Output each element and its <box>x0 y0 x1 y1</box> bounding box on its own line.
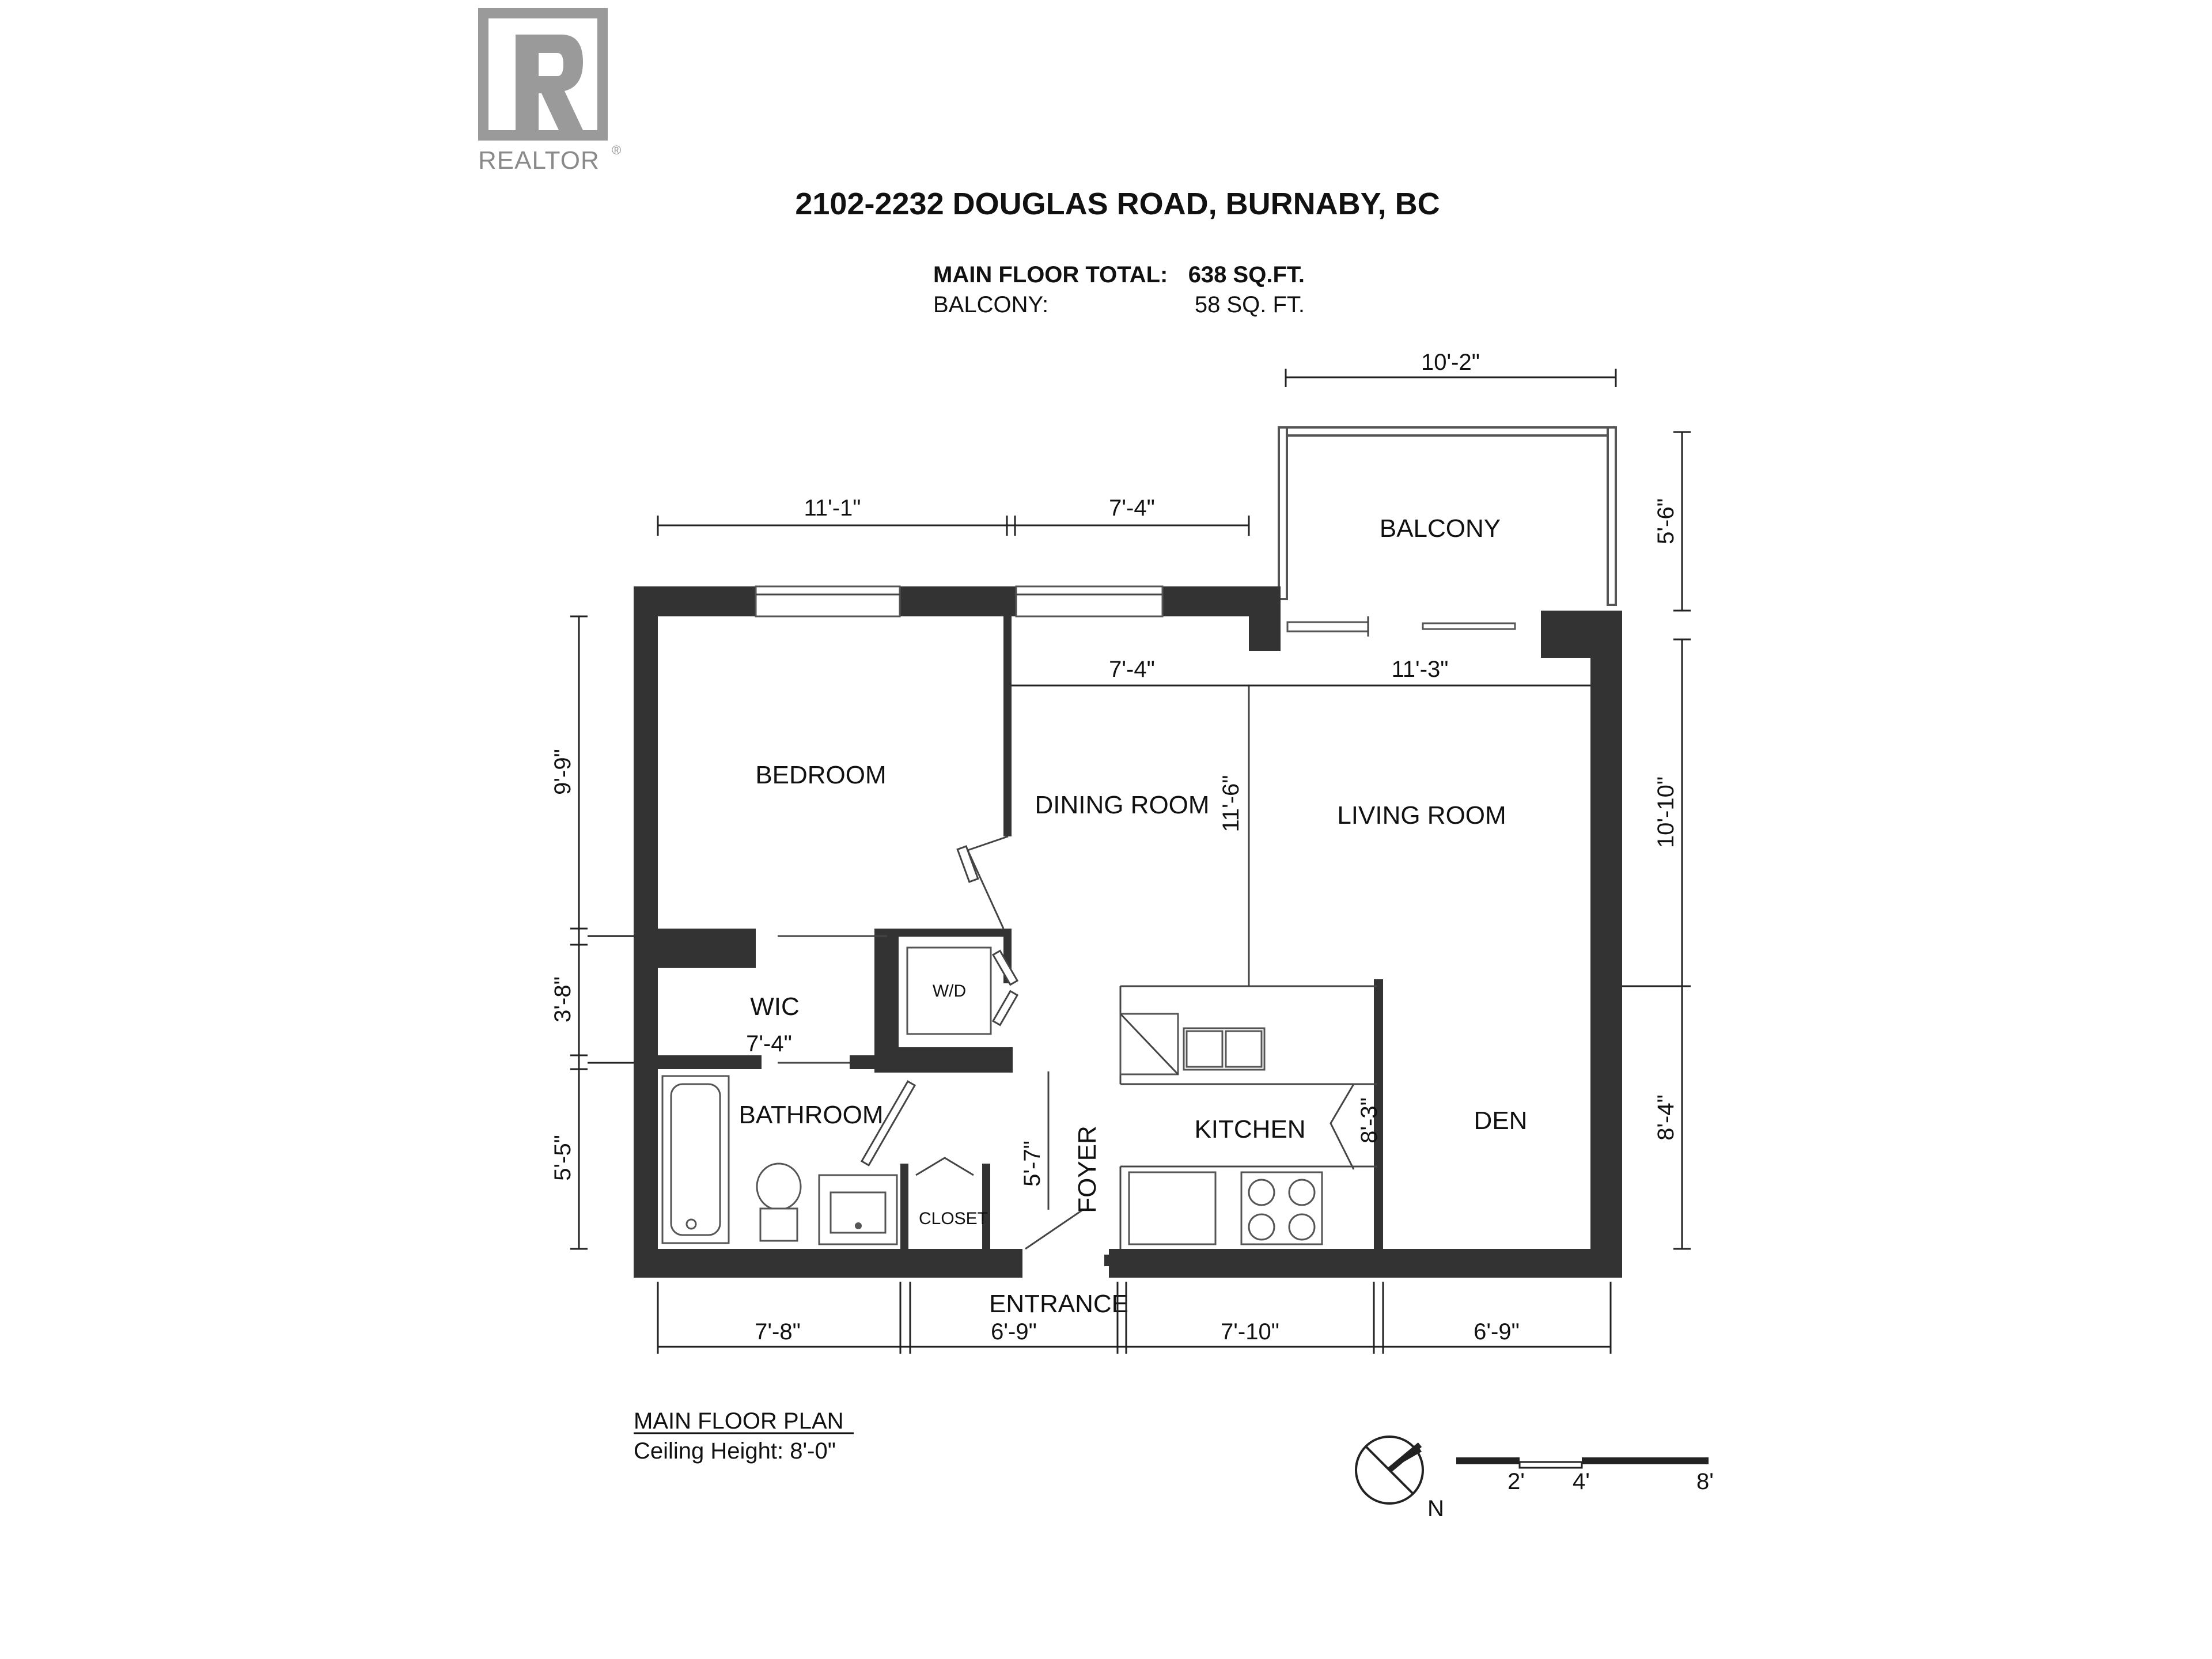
dim-foyer-depth: 5'-7" <box>1020 1141 1045 1187</box>
dim-right-den: 8'-4" <box>1653 1094 1679 1141</box>
room-lines <box>1047 685 1377 1249</box>
fridge-icon <box>1128 1171 1217 1245</box>
dim-bottom-3: 7'-10" <box>1221 1319 1279 1344</box>
kitchen-sink-icon <box>1119 1013 1266 1075</box>
plan-title: MAIN FLOOR PLAN <box>634 1408 844 1434</box>
dim-dining-depth: 11'-6" <box>1218 775 1244 832</box>
dim-kitchen-depth: 8'-3" <box>1357 1097 1382 1143</box>
main-floor-value: 638 SQ.FT. <box>1188 262 1305 287</box>
toilet-icon <box>756 1162 802 1242</box>
balcony-area-label: BALCONY: <box>933 292 1048 317</box>
page-title: 2102-2232 DOUGLAS ROAD, BURNABY, BC <box>795 187 1440 221</box>
dim-bottom-1: 7'-8" <box>755 1319 801 1344</box>
dim-left-wic: 3'-8" <box>550 976 575 1022</box>
exterior-walls <box>634 586 1622 1278</box>
dim-top-mid: 7'-4" <box>1109 495 1155 521</box>
dim-bottom-4: 6'-9" <box>1474 1319 1520 1344</box>
room-label-living: LIVING ROOM <box>1337 801 1506 830</box>
stove-icon <box>1240 1171 1323 1245</box>
registered-mark: ® <box>612 143 621 157</box>
room-label-den: DEN <box>1474 1107 1528 1135</box>
dim-right-living: 10'-10" <box>1653 777 1679 848</box>
dim-top-left: 11'-1" <box>804 495 861 521</box>
room-label-foyer: FOYER <box>1073 1126 1101 1213</box>
room-label-bathroom: BATHROOM <box>739 1101 884 1129</box>
washer-dryer-icon <box>906 946 992 1035</box>
room-label-wic: WIC <box>750 993 800 1021</box>
dim-balcony-depth: 5'-6" <box>1653 498 1679 544</box>
realtor-logo-text: REALTOR <box>478 146 600 175</box>
windows <box>755 585 1516 637</box>
room-label-kitchen: KITCHEN <box>1194 1115 1305 1143</box>
dim-left-bath: 5'-5" <box>550 1135 575 1181</box>
dim-living-width: 11'-3" <box>1392 657 1449 682</box>
room-label-bedroom: BEDROOM <box>755 761 886 789</box>
scale-bar-icon <box>1456 1457 1709 1469</box>
dim-balcony-width: 10'-2" <box>1421 350 1480 375</box>
ceiling-height: Ceiling Height: 8'-0" <box>634 1438 836 1464</box>
scale-label-4: 4' <box>1573 1469 1590 1494</box>
room-label-dining: DINING ROOM <box>1035 791 1209 819</box>
realtor-logo-icon: REALTOR ® <box>478 8 621 175</box>
balcony-outline <box>1278 426 1617 606</box>
room-label-balcony: BALCONY <box>1380 514 1501 543</box>
scale-label-2: 2' <box>1508 1469 1525 1494</box>
dim-bottom-2: 6'-9" <box>991 1319 1037 1344</box>
room-label-closet: CLOSET <box>919 1209 988 1228</box>
bathtub-icon <box>661 1075 730 1244</box>
room-label-wd: W/D <box>933 982 966 1001</box>
doors <box>778 835 1355 1250</box>
scale-label-8: 8' <box>1696 1469 1714 1494</box>
dim-left-bedroom: 9'-9" <box>550 749 575 795</box>
dim-dining-width: 7'-4" <box>1109 657 1155 682</box>
sink-icon <box>818 1174 898 1245</box>
main-floor-label: MAIN FLOOR TOTAL: <box>933 262 1168 287</box>
north-label: N <box>1427 1496 1444 1521</box>
dimension-lines <box>570 369 1691 1354</box>
interior-walls <box>658 616 1383 1256</box>
balcony-area-value: 58 SQ. FT. <box>1195 292 1305 317</box>
north-arrow-icon <box>1355 1435 1424 1505</box>
dim-wic-width: 7'-4" <box>746 1031 792 1056</box>
room-label-entrance: ENTRANCE <box>989 1290 1128 1318</box>
